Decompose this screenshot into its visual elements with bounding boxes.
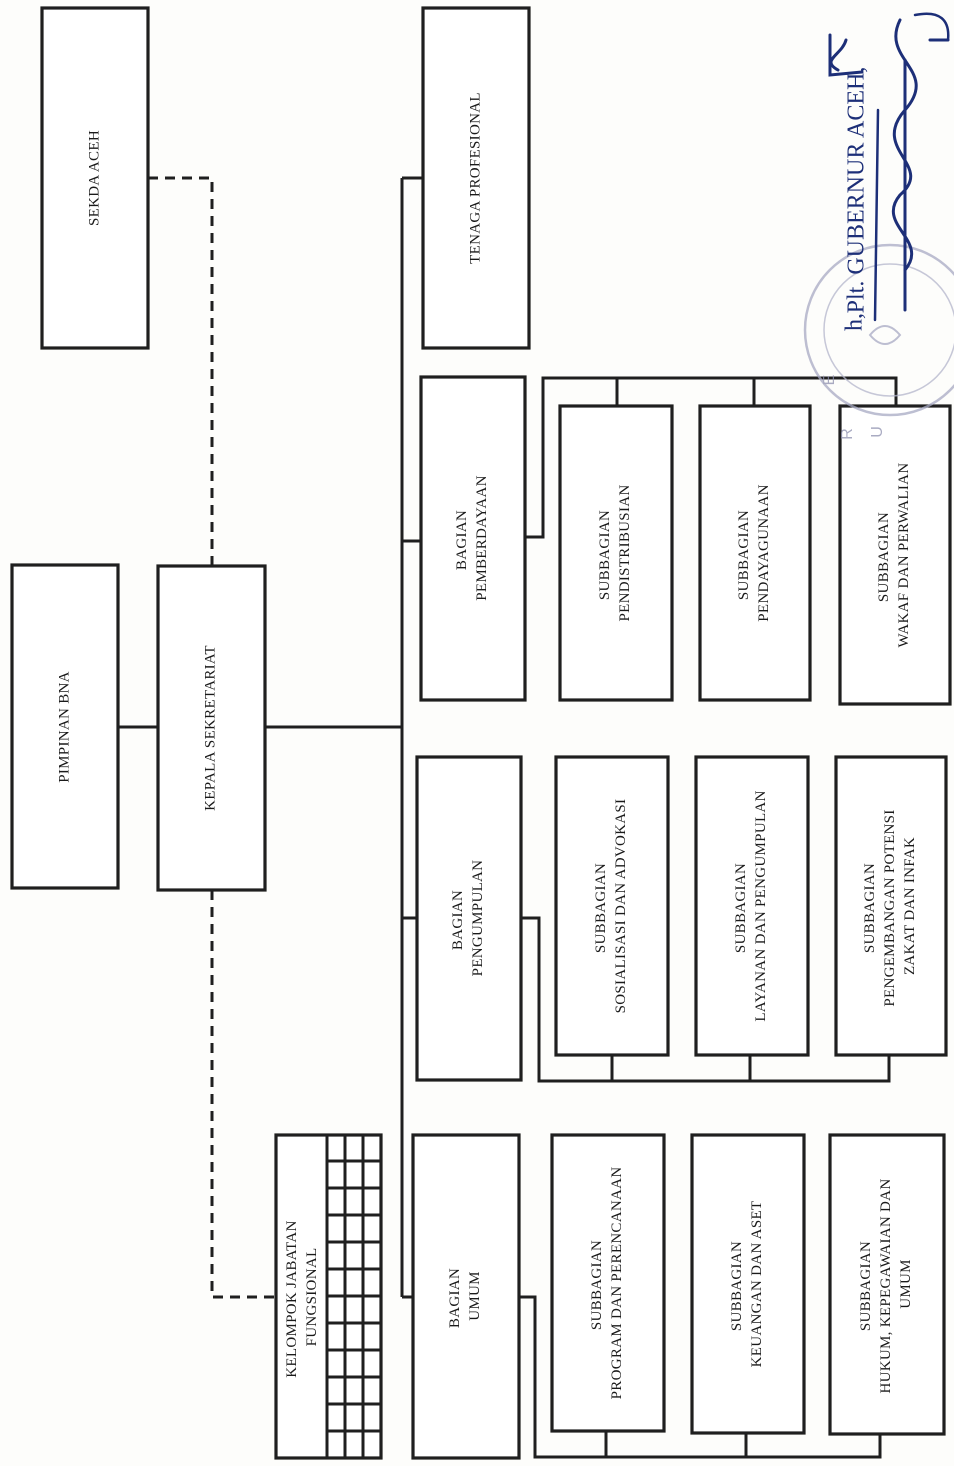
box-pimpinan-bna-frame	[10, 563, 120, 890]
box-sekda-aceh-frame	[40, 6, 150, 350]
subtree-umum	[519, 1295, 882, 1459]
label-pendistribusian-line1: SUBBAGIAN	[597, 510, 613, 600]
label-bagian-pemberdayaan: BAGIAN PEMBERDAYAAN	[454, 475, 490, 601]
label-sosialisasi-line2: SOSIALISASI DAN ADVOKASI	[613, 799, 629, 1014]
signature-title: Plt. GUBERNUR ACEH,	[844, 67, 870, 314]
box-bagian-umum-frame	[411, 1133, 521, 1460]
box-subbagian-program: SUBBAGIAN PROGRAM DAN PERENCANAAN	[550, 1133, 666, 1433]
label-hukum-line1: SUBBAGIAN	[858, 1241, 874, 1331]
connector-sekda-dashed	[148, 176, 214, 566]
box-kepala-sekretariat-frame	[156, 564, 267, 892]
connector-kelompok-dashed	[210, 890, 276, 1299]
label-layanan-line1: SUBBAGIAN	[733, 863, 749, 953]
kelompok-grid	[325, 1135, 381, 1458]
box-subbagian-hukum: SUBBAGIAN HUKUM, KEPEGAWAIAN DAN UMUM	[828, 1133, 946, 1436]
signature-flourish	[873, 12, 950, 322]
label-subbagian-keuangan: SUBBAGIAN KEUANGAN DAN ASET	[729, 1201, 765, 1368]
seal-outer-ring	[803, 243, 954, 417]
box-subbagian-layanan: SUBBAGIAN LAYANAN DAN PENGUMPULAN	[694, 755, 810, 1057]
connectors	[118, 176, 898, 1459]
box-subbagian-pendayagunaan: SUBBAGIAN PENDAYAGUNAAN	[698, 404, 812, 702]
label-subbagian-sosialisasi: SUBBAGIAN SOSIALISASI DAN ADVOKASI	[593, 799, 629, 1014]
box-bagian-pengumpulan: BAGIAN PENGUMPULAN	[415, 755, 523, 1082]
box-subbagian-wakaf-frame	[838, 404, 952, 706]
signature-scribble	[828, 18, 950, 312]
box-sekda-aceh: SEKDA ACEH	[40, 6, 150, 350]
box-pimpinan-bna: PIMPINAN BNA	[10, 563, 120, 890]
label-pimpinan-bna: PIMPINAN BNA	[56, 671, 72, 783]
label-pengembangan-line2: PENGEMBANGAN POTENSI	[882, 809, 898, 1006]
box-subbagian-pengembangan-frame	[834, 755, 948, 1057]
signature-block: Plt. GUBERNUR ACEH, h,	[828, 12, 950, 331]
label-subbagian-pendayagunaan: SUBBAGIAN PENDAYAGUNAAN	[736, 484, 772, 622]
label-subbagian-program: SUBBAGIAN PROGRAM DAN PERENCANAAN	[589, 1167, 625, 1400]
subtree-pengumpulan	[521, 916, 891, 1083]
box-subbagian-layanan-frame	[694, 755, 810, 1057]
box-subbagian-keuangan-frame	[690, 1133, 806, 1435]
box-subbagian-wakaf: SUBBAGIAN WAKAF DAN PERWALIAN	[838, 404, 952, 706]
label-subbagian-layanan: SUBBAGIAN LAYANAN DAN PENGUMPULAN	[733, 790, 769, 1021]
box-subbagian-program-frame	[550, 1133, 666, 1433]
box-tenaga-profesional: TENAGA PROFESIONAL	[421, 6, 531, 350]
box-subbagian-pengembangan: SUBBAGIAN PENGEMBANGAN POTENSI ZAKAT DAN…	[834, 755, 948, 1057]
subtree-pemberdayaan	[525, 376, 898, 539]
official-seal: U E R	[803, 243, 954, 440]
box-subbagian-keuangan: SUBBAGIAN KEUANGAN DAN ASET	[690, 1133, 806, 1435]
box-bagian-pemberdayaan-frame	[419, 375, 527, 702]
label-tenaga-profesional: TENAGA PROFESIONAL	[467, 92, 483, 264]
box-subbagian-sosialisasi-frame	[554, 755, 670, 1057]
label-kepala-sekretariat: KEPALA SEKRETARIAT	[202, 645, 218, 811]
label-kelompok-jabatan-fungsional: KELOMPOK JABATAN FUNGSIONAL	[284, 1216, 320, 1377]
box-kelompok-jabatan-fungsional: KELOMPOK JABATAN FUNGSIONAL	[274, 1133, 383, 1460]
label-kelompok-line1: KELOMPOK JABATAN	[284, 1220, 300, 1377]
box-bagian-umum: BAGIAN UMUM	[411, 1133, 521, 1460]
label-keuangan-line2: KEUANGAN DAN ASET	[749, 1201, 765, 1368]
label-wakaf-line2: WAKAF DAN PERWALIAN	[896, 463, 912, 648]
box-tenaga-profesional-frame	[421, 6, 531, 350]
signature-prefix: h,	[842, 313, 868, 331]
label-subbagian-wakaf: SUBBAGIAN WAKAF DAN PERWALIAN	[876, 463, 912, 648]
box-subbagian-pendistribusian: SUBBAGIAN PENDISTRIBUSIAN	[558, 404, 674, 702]
label-bagian-pengumpulan: BAGIAN PENGUMPULAN	[450, 860, 486, 977]
label-pengembangan-line3: ZAKAT DAN INFAK	[902, 837, 918, 975]
label-pengembangan-line1: SUBBAGIAN	[862, 863, 878, 953]
label-bagian-umum-line1: BAGIAN	[447, 1268, 463, 1328]
label-keuangan-line1: SUBBAGIAN	[729, 1241, 745, 1331]
seal-letter-r: R	[839, 428, 856, 440]
label-bagian-umum: BAGIAN UMUM	[447, 1264, 483, 1328]
seal-letter-e: E	[821, 375, 838, 386]
label-bagian-pemberdayaan-line1: BAGIAN	[454, 510, 470, 570]
label-sekda-aceh: SEKDA ACEH	[86, 130, 102, 226]
label-kelompok-line2: FUNGSIONAL	[304, 1248, 320, 1347]
label-bagian-pemberdayaan-line2: PEMBERDAYAAN	[474, 475, 490, 601]
seal-inner-ring	[823, 263, 954, 397]
label-program-line2: PROGRAM DAN PERENCANAAN	[609, 1167, 625, 1400]
box-bagian-pengumpulan-frame	[415, 755, 523, 1082]
box-subbagian-sosialisasi: SUBBAGIAN SOSIALISASI DAN ADVOKASI	[554, 755, 670, 1057]
box-subbagian-pendayagunaan-frame	[698, 404, 812, 702]
box-subbagian-pendistribusian-frame	[558, 404, 674, 702]
label-subbagian-pendistribusian: SUBBAGIAN PENDISTRIBUSIAN	[597, 484, 633, 621]
label-hukum-line3: UMUM	[898, 1259, 914, 1309]
box-subbagian-hukum-frame	[828, 1133, 946, 1436]
seal-emblem	[868, 325, 902, 345]
label-wakaf-line1: SUBBAGIAN	[876, 512, 892, 602]
label-bagian-pengumpulan-line1: BAGIAN	[450, 890, 466, 950]
box-bagian-pemberdayaan: BAGIAN PEMBERDAYAAN	[419, 375, 527, 702]
label-program-line1: SUBBAGIAN	[589, 1240, 605, 1330]
label-subbagian-pengembangan: SUBBAGIAN PENGEMBANGAN POTENSI ZAKAT DAN…	[862, 805, 918, 1006]
label-hukum-line2: HUKUM, KEPEGAWAIAN DAN	[878, 1179, 894, 1394]
box-kepala-sekretariat: KEPALA SEKRETARIAT	[156, 564, 267, 892]
label-sosialisasi-line1: SUBBAGIAN	[593, 863, 609, 953]
label-pendayagunaan-line1: SUBBAGIAN	[736, 510, 752, 600]
label-subbagian-hukum: SUBBAGIAN HUKUM, KEPEGAWAIAN DAN UMUM	[858, 1174, 914, 1393]
label-bagian-pengumpulan-line2: PENGUMPULAN	[470, 860, 486, 977]
label-bagian-umum-line2: UMUM	[467, 1271, 483, 1321]
label-layanan-line2: LAYANAN DAN PENGUMPULAN	[753, 790, 769, 1021]
seal-letter-u: U	[869, 426, 886, 438]
label-pendistribusian-line2: PENDISTRIBUSIAN	[617, 484, 633, 621]
label-pendayagunaan-line2: PENDAYAGUNAAN	[756, 484, 772, 622]
